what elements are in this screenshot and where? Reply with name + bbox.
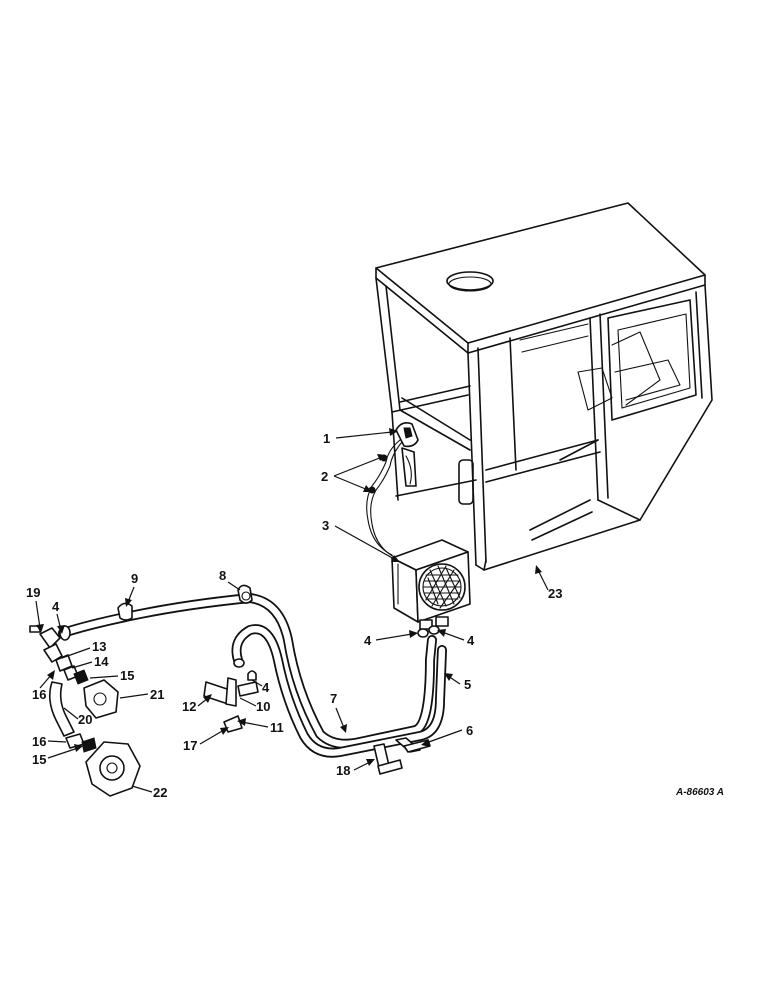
callout-10: 10 — [239, 697, 270, 714]
svg-text:4: 4 — [262, 680, 270, 695]
clamp-8 — [237, 584, 253, 604]
control-switch-assembly — [366, 422, 419, 559]
svg-text:23: 23 — [548, 586, 562, 601]
drawing-code: A-86603 A — [675, 787, 724, 798]
fittings-upper — [55, 654, 89, 685]
valve-19 — [29, 625, 63, 663]
callout-11: 11 — [237, 718, 284, 735]
svg-text:2: 2 — [321, 469, 328, 484]
svg-text:6: 6 — [466, 723, 473, 738]
callout-4-left-heater: 4 — [364, 630, 418, 648]
svg-text:4: 4 — [364, 633, 372, 648]
svg-text:12: 12 — [182, 699, 196, 714]
svg-text:1: 1 — [323, 431, 330, 446]
callout-15-lower: 15 — [32, 744, 83, 767]
callout-17: 17 — [183, 727, 229, 753]
svg-text:17: 17 — [183, 738, 197, 753]
callout-16-upper: 16 — [32, 670, 55, 702]
adapter-21 — [83, 679, 119, 719]
elbow-20 — [48, 681, 75, 737]
svg-text:15: 15 — [32, 752, 46, 767]
hose-7 — [58, 593, 437, 749]
pump-22 — [85, 741, 141, 797]
callout-2: 2 — [321, 454, 386, 492]
svg-text:21: 21 — [150, 687, 164, 702]
callout-4-tee: 4 — [251, 679, 270, 695]
svg-text:19: 19 — [26, 585, 40, 600]
svg-text:5: 5 — [464, 677, 471, 692]
callout-16-lower: 16 — [32, 734, 67, 749]
svg-text:8: 8 — [219, 568, 226, 583]
svg-text:11: 11 — [270, 720, 284, 735]
svg-text:20: 20 — [78, 712, 92, 727]
svg-text:15: 15 — [120, 668, 134, 683]
callout-19: 19 — [26, 585, 44, 633]
svg-text:16: 16 — [32, 734, 46, 749]
tee-fitting-group — [203, 670, 259, 733]
callout-1: 1 — [323, 428, 398, 446]
callout-3: 3 — [322, 518, 400, 562]
svg-text:10: 10 — [256, 699, 270, 714]
callout-22: 22 — [131, 785, 167, 800]
callout-18: 18 — [336, 759, 375, 778]
callout-15-upper: 15 — [89, 668, 134, 683]
svg-text:3: 3 — [322, 518, 329, 533]
callout-14: 14 — [71, 654, 109, 669]
svg-text:7: 7 — [330, 691, 337, 706]
svg-text:16: 16 — [32, 687, 46, 702]
svg-text:4: 4 — [467, 633, 475, 648]
callout-12: 12 — [182, 694, 212, 714]
svg-text:22: 22 — [153, 785, 167, 800]
svg-text:14: 14 — [94, 654, 109, 669]
svg-text:13: 13 — [92, 639, 106, 654]
callout-7: 7 — [330, 691, 347, 733]
fittings-lower — [65, 733, 97, 753]
callout-4-valve: 4 — [52, 599, 65, 634]
callout-4-right-heater: 4 — [437, 629, 475, 648]
callout-23: 23 — [535, 565, 562, 601]
callout-13: 13 — [61, 639, 106, 659]
svg-text:4: 4 — [52, 599, 60, 614]
svg-text:9: 9 — [131, 571, 138, 586]
callout-9: 9 — [125, 571, 138, 607]
hose-5 — [231, 624, 447, 758]
callout-20: 20 — [63, 707, 92, 727]
callout-8: 8 — [219, 568, 241, 591]
clamp-9 — [117, 602, 133, 621]
bracket-18 — [373, 743, 403, 775]
callout-6: 6 — [421, 723, 473, 747]
callout-5: 5 — [444, 673, 471, 692]
heater-unit — [391, 539, 471, 630]
svg-text:18: 18 — [336, 763, 350, 778]
cab-illustration — [375, 202, 713, 571]
callout-21: 21 — [119, 687, 164, 702]
